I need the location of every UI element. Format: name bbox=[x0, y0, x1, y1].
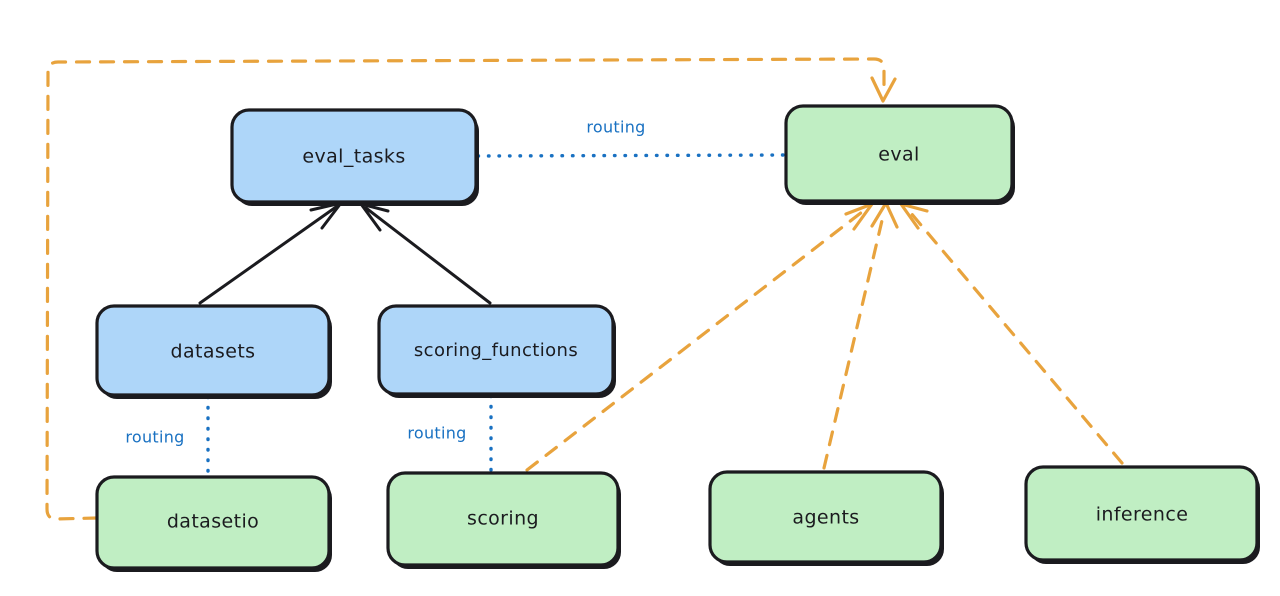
edge-group-solid bbox=[198, 201, 492, 305]
edge-path bbox=[822, 210, 886, 470]
node-datasetio[interactable]: datasetio bbox=[95, 475, 332, 572]
node-eval_tasks[interactable]: eval_tasks bbox=[230, 108, 479, 206]
arrowhead bbox=[870, 201, 899, 229]
node-body bbox=[708, 470, 943, 564]
edge-agents-to-eval bbox=[822, 201, 899, 470]
edge-inference-to-eval bbox=[899, 202, 1124, 465]
node-body bbox=[386, 471, 620, 567]
node-body bbox=[1024, 465, 1259, 562]
edge-label-routing-eval: routing bbox=[586, 118, 645, 137]
node-body bbox=[230, 108, 478, 204]
node-datasets[interactable]: datasets bbox=[95, 304, 332, 399]
arrowhead bbox=[359, 202, 390, 232]
edge-datasets-to-eval_tasks bbox=[198, 201, 343, 305]
node-label: datasets bbox=[171, 341, 256, 363]
node-agents[interactable]: agents bbox=[708, 470, 944, 566]
node-label: scoring_functions bbox=[414, 340, 578, 361]
edge-datasetio-to-eval bbox=[45, 57, 897, 521]
edge-path bbox=[525, 210, 864, 472]
node-body bbox=[784, 104, 1014, 203]
node-label: agents bbox=[792, 507, 859, 529]
edge-eval_tasks-to-eval bbox=[476, 153, 786, 158]
node-label: inference bbox=[1096, 504, 1189, 526]
node-eval[interactable]: eval bbox=[784, 104, 1015, 205]
node-label: eval_tasks bbox=[302, 146, 405, 168]
node-label: eval bbox=[878, 144, 919, 166]
node-body bbox=[377, 304, 615, 396]
edge-path bbox=[364, 206, 492, 305]
node-body bbox=[95, 304, 331, 397]
edge-path bbox=[198, 205, 338, 305]
edge-path bbox=[45, 57, 886, 521]
arrowhead bbox=[844, 202, 874, 231]
edge-group-dependency bbox=[45, 57, 1124, 521]
edge-label-routing-scoring: routing bbox=[407, 424, 466, 443]
node-label: datasetio bbox=[167, 511, 259, 533]
edge-scoring_functions-to-eval_tasks bbox=[359, 202, 492, 305]
node-scoring_functions[interactable]: scoring_functions bbox=[377, 304, 616, 398]
edge-path bbox=[908, 210, 1124, 465]
edge-group-routing bbox=[206, 153, 786, 478]
edge-label-group: routing routing routing bbox=[125, 118, 645, 447]
node-body bbox=[95, 475, 331, 570]
arrowhead bbox=[870, 76, 897, 103]
node-inference[interactable]: inference bbox=[1024, 465, 1260, 564]
node-scoring[interactable]: scoring bbox=[386, 471, 621, 569]
node-label: scoring bbox=[467, 508, 539, 530]
edge-label-routing-datasetio: routing bbox=[125, 428, 184, 447]
